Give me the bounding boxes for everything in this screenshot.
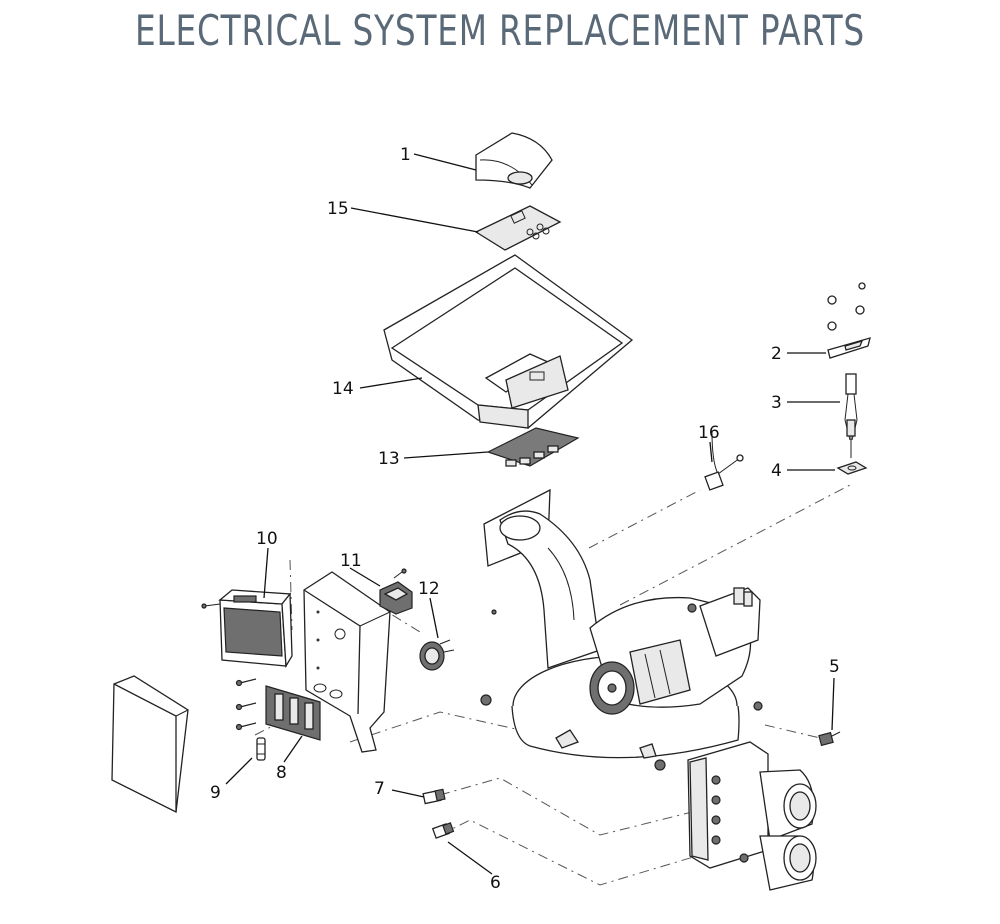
page-title: ELECTRICAL SYSTEM REPLACEMENT PARTS bbox=[135, 6, 865, 55]
callout-9: 9 bbox=[210, 783, 221, 803]
part-10-control-module bbox=[201, 589, 293, 669]
part-11-transformer bbox=[379, 568, 413, 615]
callout-1: 1 bbox=[400, 145, 411, 165]
part-3-flame-sensor bbox=[844, 373, 858, 458]
callout-4: 4 bbox=[771, 461, 782, 481]
part-4-sensor-gasket bbox=[836, 461, 868, 475]
part-14-top-cover bbox=[383, 254, 634, 429]
part-2-sensor-bracket bbox=[827, 282, 871, 359]
part-9-fuse bbox=[256, 737, 266, 761]
callout-3: 3 bbox=[771, 393, 782, 413]
water-manifold bbox=[687, 741, 817, 891]
blower-assembly bbox=[480, 488, 763, 771]
part-1-cover-bezel bbox=[475, 132, 553, 189]
part-16-ground-wire bbox=[704, 431, 744, 491]
callout-10: 10 bbox=[256, 529, 278, 549]
callout-6: 6 bbox=[490, 873, 501, 893]
part-15-control-overlay bbox=[474, 205, 562, 251]
callout-13: 13 bbox=[378, 449, 400, 469]
callout-2: 2 bbox=[771, 344, 782, 364]
callout-leaders bbox=[225, 153, 840, 875]
junction-box bbox=[303, 571, 391, 753]
callout-14: 14 bbox=[332, 379, 354, 399]
callout-8: 8 bbox=[276, 763, 287, 783]
part-7-sensor bbox=[422, 788, 446, 805]
callout-16: 16 bbox=[698, 423, 720, 443]
callout-15: 15 bbox=[327, 199, 349, 219]
side-access-panel bbox=[111, 675, 189, 813]
callout-7: 7 bbox=[374, 779, 385, 799]
part-5-sensor bbox=[818, 731, 841, 747]
part-6-sensor bbox=[431, 822, 455, 839]
part-13-circuit-board bbox=[486, 427, 580, 467]
callout-11: 11 bbox=[340, 551, 362, 571]
part-8-terminal-block bbox=[235, 678, 321, 741]
part-12-pressure-switch bbox=[419, 639, 455, 671]
callout-12: 12 bbox=[418, 579, 440, 599]
callout-5: 5 bbox=[829, 657, 840, 677]
